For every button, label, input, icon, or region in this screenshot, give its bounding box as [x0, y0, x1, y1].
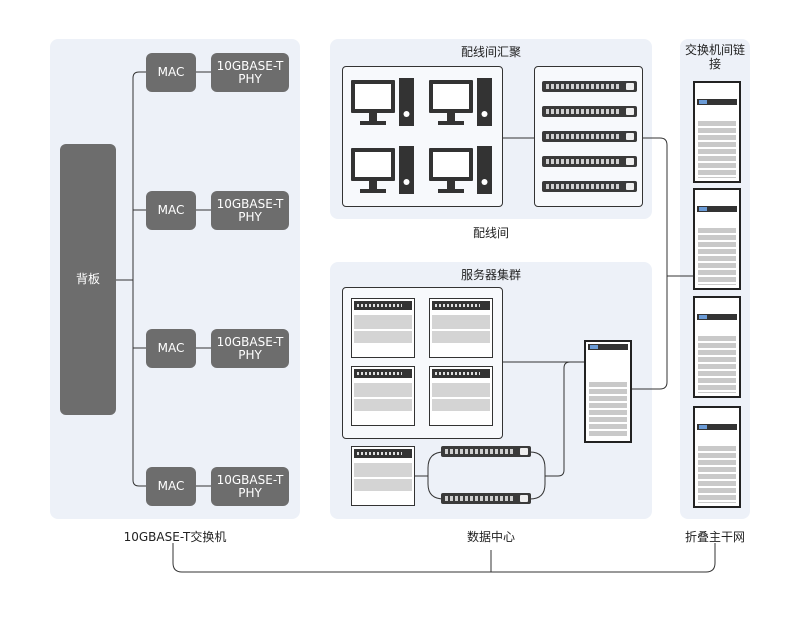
server-icon: [351, 366, 415, 426]
server-rack-icon: [584, 340, 632, 443]
phy-label: 10GBASE-T PHY: [216, 58, 284, 86]
network-switch-icon: [542, 106, 637, 117]
server-icon: [351, 446, 415, 506]
computer-icon: [351, 78, 414, 126]
network-switch-icon: [441, 446, 531, 457]
computer-icon: [351, 146, 414, 194]
wiring-closet-caption: 配线间: [472, 226, 509, 240]
data-center-caption: 数据中心: [466, 530, 515, 544]
network-switch-icon: [542, 131, 637, 142]
mac-block: MAC: [146, 329, 196, 368]
network-switch-icon: [542, 156, 637, 167]
backplane-block: 背板: [60, 144, 116, 415]
server-icon: [429, 298, 493, 358]
mac-label: MAC: [157, 341, 185, 355]
phy-label: 10GBASE-T PHY: [216, 334, 284, 362]
phy-label: 10GBASE-T PHY: [216, 472, 284, 500]
server-rack-icon: [693, 81, 741, 183]
mac-label: MAC: [157, 203, 185, 217]
wiring-closet-title: 配线间汇聚: [460, 45, 521, 59]
server-rack-icon: [693, 406, 741, 508]
network-switch-icon: [542, 181, 637, 192]
network-switch-icon: [441, 493, 531, 504]
mac-block: MAC: [146, 467, 196, 506]
server-icon: [351, 298, 415, 358]
server-rack-icon: [693, 188, 741, 290]
computer-icon: [429, 78, 492, 126]
phy-label: 10GBASE-T PHY: [216, 196, 284, 224]
backplane-label: 背板: [75, 272, 100, 286]
backbone-caption: 折叠主干网: [684, 530, 745, 544]
phy-block: 10GBASE-T PHY: [211, 191, 289, 230]
switch-caption: 10GBASE-T交换机: [123, 530, 227, 544]
phy-block: 10GBASE-T PHY: [211, 467, 289, 506]
server-icon: [429, 366, 493, 426]
data-center-title: 服务器集群: [460, 268, 521, 282]
phy-block: 10GBASE-T PHY: [211, 53, 289, 92]
computer-icon: [429, 146, 492, 194]
mac-label: MAC: [157, 479, 185, 493]
mac-block: MAC: [146, 191, 196, 230]
backbone-title: 交换机间链接: [684, 43, 745, 71]
phy-block: 10GBASE-T PHY: [211, 329, 289, 368]
network-switch-icon: [542, 81, 637, 92]
server-rack-icon: [693, 296, 741, 398]
mac-block: MAC: [146, 53, 196, 92]
mac-label: MAC: [157, 65, 185, 79]
